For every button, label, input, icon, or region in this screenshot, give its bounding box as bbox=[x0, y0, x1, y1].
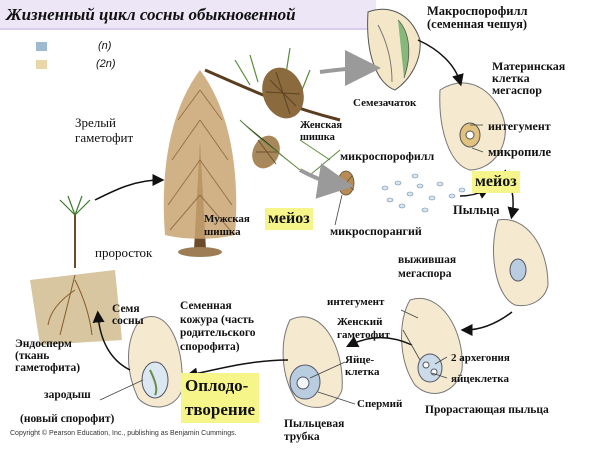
arrow-cone-to-scale bbox=[319, 50, 381, 87]
label-new-sporophyte: (новый спорофит) bbox=[20, 413, 115, 425]
label-pollen: Пыльца bbox=[453, 203, 500, 217]
label-seedling: проросток bbox=[95, 245, 153, 260]
legend-swatch-haploid bbox=[36, 42, 47, 51]
label-microsporophyll: микроспорофилл bbox=[340, 149, 435, 163]
label-integument-top: интегумент bbox=[488, 119, 551, 133]
copyright-notice: Copyright © Pearson Education, Inc., pub… bbox=[10, 430, 237, 437]
label-ovule: Семезачаток bbox=[353, 97, 417, 109]
arrow-seedling-to-tree bbox=[94, 174, 165, 201]
arrow-pollen-to-fertilization bbox=[345, 336, 413, 348]
male-cone-detail bbox=[337, 170, 355, 196]
meiosis-label-left: мейоз bbox=[265, 208, 313, 230]
label-germinating-pollen: Прорастающая пыльца bbox=[425, 404, 549, 416]
pollen-grains bbox=[381, 173, 466, 213]
legend-label-haploid: (n) bbox=[98, 40, 112, 52]
label-endosperm: Эндосперм (ткань гаметофита) bbox=[15, 338, 81, 374]
label-pollen-tube: Пыльцевая трубка bbox=[284, 418, 345, 443]
label-egg-cell-small: яйцеклетка bbox=[451, 373, 509, 385]
label-female-gametophyte: Женский гаметофит bbox=[337, 316, 390, 341]
arrow-megaspore-to-pollen bbox=[460, 311, 513, 336]
arrow-scale-to-ovule bbox=[417, 39, 464, 87]
legend-swatch-diploid bbox=[36, 60, 47, 69]
label-male-cone: Мужская шишка bbox=[204, 213, 250, 238]
label-surviving-megaspore: выжившая мегаспора bbox=[398, 254, 457, 280]
ovule-surviving-megaspore bbox=[493, 218, 549, 307]
arrow-seed-to-seedling bbox=[92, 310, 131, 371]
label-embryo: зародыш bbox=[44, 389, 91, 401]
label-egg-cell: Яйце- клетка bbox=[345, 354, 380, 378]
label-megasporophyll: Макроспорофилл (семенная чешуя) bbox=[427, 4, 528, 31]
label-pine-seed: Семя сосны bbox=[112, 303, 144, 327]
label-seed-coat: Семенная кожура (часть родительского спо… bbox=[180, 300, 256, 353]
meiosis-label-right: мейоз bbox=[472, 171, 520, 193]
label-integument-mid: интегумент bbox=[327, 296, 385, 308]
fertilization-label: Оплодо- творение bbox=[181, 373, 260, 423]
megasporophyll-figure bbox=[367, 8, 421, 91]
label-megaspore-mother-cell: Материнская клетка мегаспор bbox=[492, 59, 566, 97]
seedling-figure bbox=[30, 195, 122, 345]
label-sperm: Спермий bbox=[357, 398, 403, 410]
diagram-title: Жизненный цикл сосны обыкновенной bbox=[0, 0, 376, 30]
label-female-cone: Женская шишка bbox=[300, 120, 343, 143]
branch-with-cones bbox=[204, 47, 341, 176]
ovule-fertilization bbox=[282, 316, 343, 408]
label-mature-gametophyte: Зрелый гаметофит bbox=[75, 115, 134, 145]
ovule-mother-cell bbox=[439, 82, 506, 171]
arrow-cone-to-microsporophyll bbox=[299, 163, 354, 199]
pine-tree bbox=[163, 70, 237, 257]
pine-seed-figure bbox=[128, 316, 183, 408]
label-micropyle: микропиле bbox=[488, 145, 552, 159]
legend-label-diploid: (2n) bbox=[96, 58, 116, 70]
ovule-germinating-pollen bbox=[401, 297, 463, 394]
label-microsporangium: микроспорангий bbox=[330, 224, 422, 238]
label-archegonia: 2 архегония bbox=[451, 352, 510, 364]
